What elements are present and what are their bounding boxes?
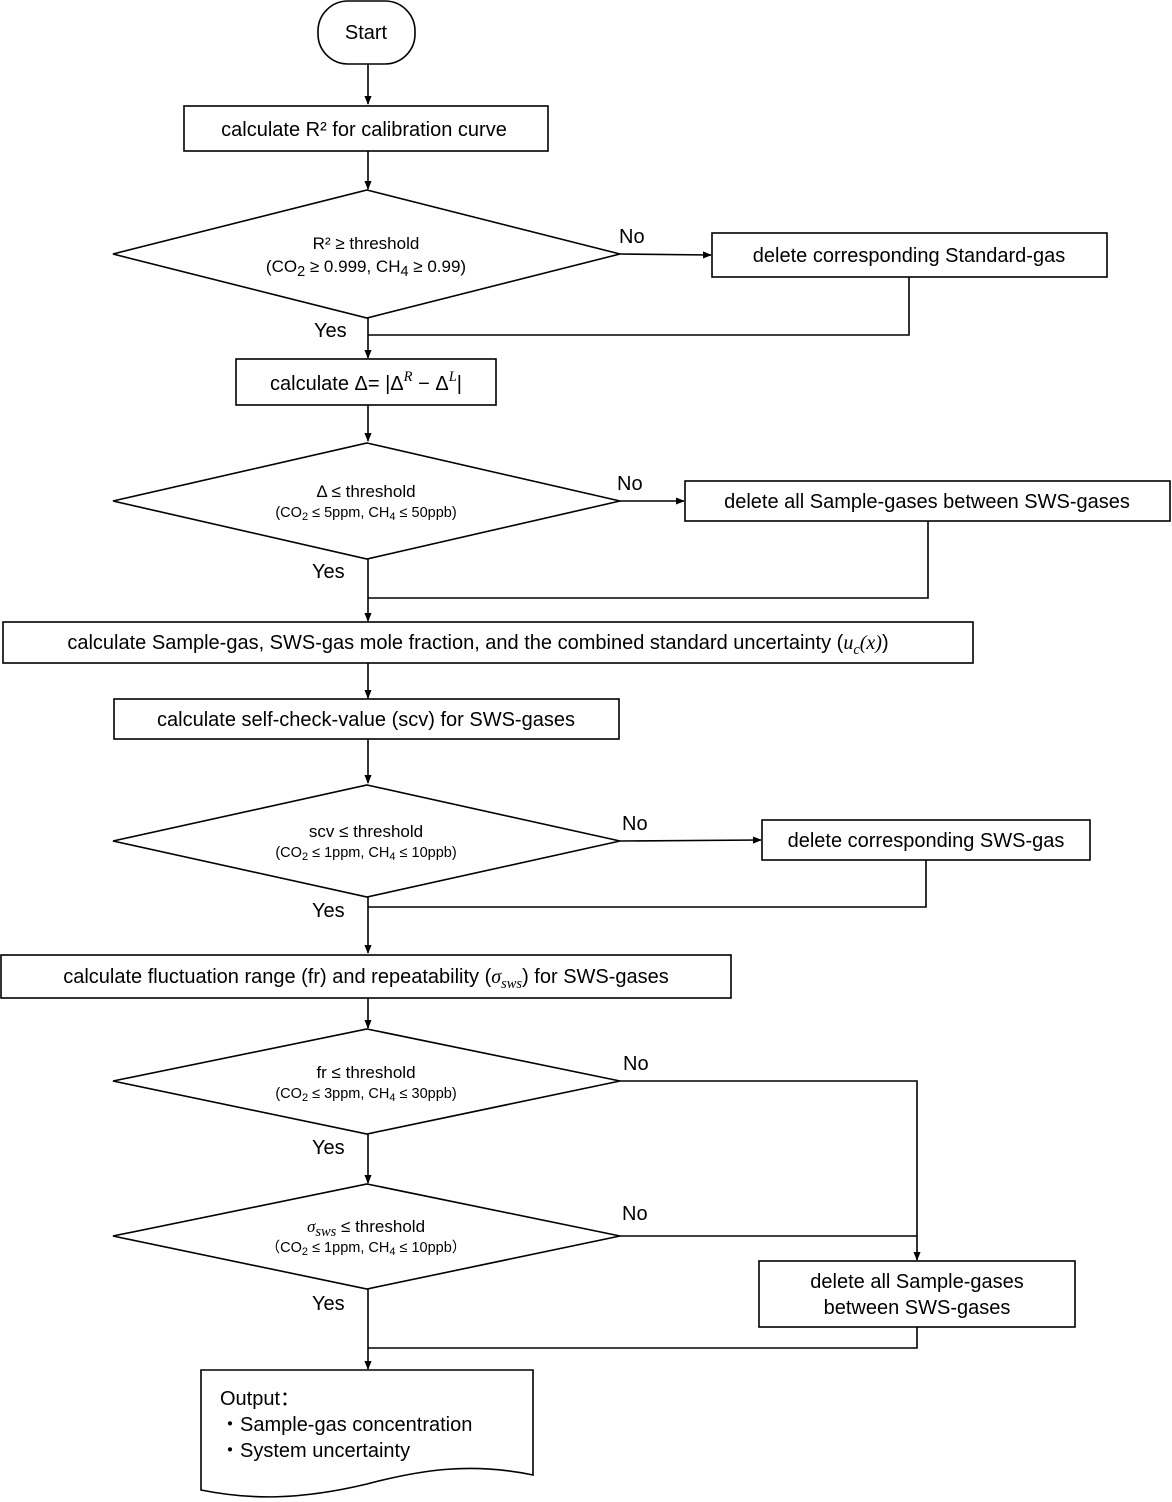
- decision-fr-shape: [112, 1028, 621, 1135]
- output-title: Output：: [220, 1388, 300, 1410]
- decision-fr: fr ≤ threshold (CO2 ≤ 3ppm, CH4 ≤ 30ppb): [112, 1028, 621, 1135]
- yes-label-sigma: Yes: [312, 1293, 345, 1315]
- step-fr-box: [0, 954, 732, 999]
- no-label-fr: No: [623, 1053, 649, 1075]
- decision-fr-line1: fr ≤ threshold: [316, 1063, 415, 1082]
- output-shape: [200, 1369, 534, 1498]
- step-r2-box: [183, 105, 549, 152]
- arrow-r2-no: [619, 251, 712, 259]
- decision-sigma-shape: [112, 1183, 621, 1290]
- step-calculate-scv: calculate self-check-value (scv) for SWS…: [113, 698, 620, 740]
- decision-scv-shape: [112, 784, 621, 898]
- return-r2-no: [368, 277, 910, 336]
- step-mole-fraction: calculate Sample-gas, SWS-gas mole fract…: [2, 621, 974, 664]
- action-r2-label: delete corresponding Standard-gas: [753, 245, 1065, 267]
- decision-r2: R² ≥ threshold (CO2 ≥ 0.999, CH4 ≥ 0.99): [112, 189, 621, 319]
- step-mole-label: calculate Sample-gas, SWS-gas mole fract…: [67, 632, 888, 658]
- step-calculate-delta: calculate Δ= |ΔR − ΔL|: [235, 358, 497, 406]
- decision-scv-line1: scv ≤ threshold: [309, 822, 423, 841]
- return-scv-no: [368, 860, 927, 908]
- yes-label-fr: Yes: [312, 1137, 345, 1159]
- action-delete-sample-gases-final: delete all Sample-gases between SWS-gase…: [758, 1260, 1076, 1328]
- decision-delta-line2: (CO2 ≤ 5ppm, CH4 ≤ 50ppb): [275, 505, 456, 523]
- return-delta-no: [368, 521, 929, 599]
- arrow-fr-no: [620, 1080, 921, 1261]
- output-document: Output： ・Sample-gas concentration ・Syste…: [200, 1369, 534, 1498]
- output-item-uncertainty: ・System uncertainty: [220, 1440, 410, 1462]
- return-final-no: [368, 1327, 918, 1349]
- action-r2-box: [711, 232, 1108, 278]
- step-r2-label: calculate R² for calibration curve: [221, 119, 507, 141]
- decision-scv: scv ≤ threshold (CO2 ≤ 1ppm, CH4 ≤ 10ppb…: [112, 784, 621, 898]
- step-mole-box: [2, 621, 974, 664]
- action-final-line2: between SWS-gases: [824, 1297, 1011, 1319]
- action-delta-label: delete all Sample-gases between SWS-gase…: [724, 491, 1130, 513]
- action-delete-standard-gas: delete corresponding Standard-gas: [711, 232, 1108, 278]
- decision-r2-shape: [112, 189, 621, 319]
- decision-sigma-line1: σsws ≤ threshold: [307, 1217, 425, 1240]
- connectors: [364, 64, 929, 1370]
- start-terminal: Start: [317, 0, 416, 65]
- yes-label-r2: Yes: [314, 320, 347, 342]
- no-label-scv: No: [622, 813, 648, 835]
- no-label-sigma: No: [622, 1203, 648, 1225]
- action-scv-label: delete corresponding SWS-gas: [788, 830, 1065, 852]
- decision-scv-line2: (CO2 ≤ 1ppm, CH4 ≤ 10ppb): [275, 845, 456, 863]
- decision-delta-line1: Δ ≤ threshold: [316, 482, 415, 501]
- step-delta-box: [235, 358, 497, 406]
- action-scv-box: [761, 819, 1091, 861]
- decision-delta: Δ ≤ threshold (CO2 ≤ 5ppm, CH4 ≤ 50ppb): [112, 442, 621, 560]
- action-delete-sws-gas: delete corresponding SWS-gas: [761, 819, 1091, 861]
- decision-fr-line2: (CO2 ≤ 3ppm, CH4 ≤ 30ppb): [275, 1086, 456, 1104]
- no-label-r2: No: [619, 226, 645, 248]
- step-calculate-fr: calculate fluctuation range (fr) and rep…: [0, 954, 732, 999]
- decision-r2-line2: (CO2 ≥ 0.999, CH4 ≥ 0.99): [266, 257, 466, 280]
- step-calculate-r2: calculate R² for calibration curve: [183, 105, 549, 152]
- action-final-box: [758, 1260, 1076, 1328]
- decision-sigma-line2: （CO2 ≤ 1ppm, CH4 ≤ 10ppb）: [266, 1239, 467, 1258]
- action-delete-sample-gases-delta: delete all Sample-gases between SWS-gase…: [684, 480, 1171, 522]
- arrow-scv-no: [619, 836, 762, 844]
- decision-delta-shape: [112, 442, 621, 560]
- start-shape: [317, 0, 416, 65]
- start-label: Start: [345, 22, 388, 44]
- yes-label-delta: Yes: [312, 561, 345, 583]
- action-delta-box: [684, 480, 1171, 522]
- step-delta-label: calculate Δ= |ΔR − ΔL|: [270, 369, 462, 395]
- decision-r2-line1: R² ≥ threshold: [313, 234, 420, 253]
- action-final-line1: delete all Sample-gases: [810, 1271, 1023, 1293]
- yes-label-scv: Yes: [312, 900, 345, 922]
- step-fr-label: calculate fluctuation range (fr) and rep…: [63, 966, 669, 992]
- decision-sigma: σsws ≤ threshold （CO2 ≤ 1ppm, CH4 ≤ 10pp…: [112, 1183, 621, 1290]
- step-scv-box: [113, 698, 620, 740]
- no-label-delta: No: [617, 473, 643, 495]
- output-item-concentration: ・Sample-gas concentration: [220, 1414, 472, 1436]
- step-scv-label: calculate self-check-value (scv) for SWS…: [157, 709, 575, 731]
